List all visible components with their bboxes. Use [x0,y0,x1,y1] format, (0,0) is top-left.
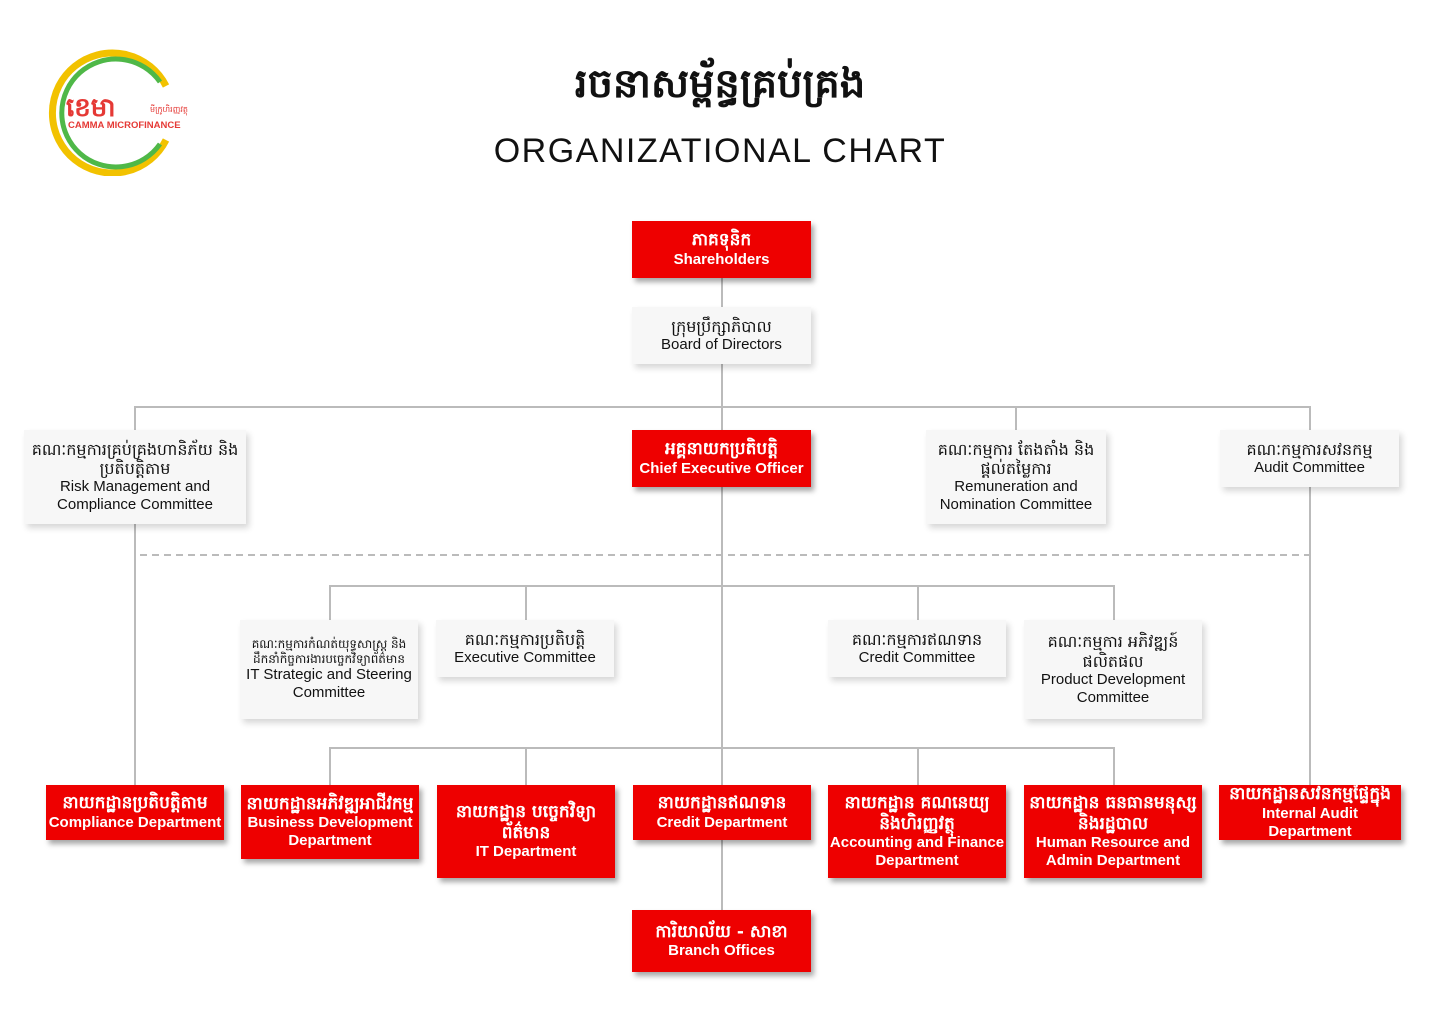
branch-offices-kh: ការិយាល័យ - សាខា [655,921,788,942]
compliance-department-kh: នាយកដ្ឋានប្រតិបត្តិតាម [62,793,208,814]
it-strategic-committee-en: IT Strategic and Steering Committee [246,665,412,701]
product-development-committee-box: គណៈកម្មការ អភិវឌ្ឍន៍ផលិតផល Product Devel… [1024,620,1202,719]
hr-admin-department-box: នាយកដ្ឋាន ធនធានមនុស្ស និងរដ្ឋបាល Human R… [1024,785,1202,878]
credit-committee-kh: គណៈកម្មការឥណទាន [851,629,983,649]
product-development-committee-en: Product Development Committee [1040,670,1186,706]
audit-committee-kh: គណៈកម្មការសវនកម្ម [1246,439,1373,459]
credit-committee-box: គណៈកម្មការឥណទាន Credit Committee [828,620,1006,677]
internal-audit-department-en: Internal Audit Department [1261,804,1359,840]
logo-ring-green [59,56,163,170]
internal-audit-department-kh: នាយកដ្ឋានសវនកម្មផ្ទៃក្នុង [1229,784,1391,805]
remuneration-committee-kh: គណៈកម្មការ តែងតាំង និងផ្តល់តម្លៃការ [937,439,1095,478]
compliance-department-box: នាយកដ្ឋានប្រតិបត្តិតាម Compliance Depart… [46,785,224,840]
accounting-finance-department-box: នាយកដ្ឋាន គណនេយ្យ និងហិរញ្ញវត្ថុ Account… [828,785,1006,878]
risk-committee-en: Risk Management and Compliance Committee [57,478,213,514]
business-development-department-kh: នាយកដ្ឋានអភិវឌ្ឍអាជីវកម្ម [246,793,414,814]
logo-mark-text: ខេមា [66,93,116,123]
business-development-department-box: នាយកដ្ឋានអភិវឌ្ឍអាជីវកម្ម Business Devel… [241,785,419,859]
remuneration-committee-box: គណៈកម្មការ តែងតាំង និងផ្តល់តម្លៃការ Remu… [926,430,1106,524]
credit-committee-en: Credit Committee [858,649,976,667]
department-branch-line [329,747,1115,785]
credit-department-box: នាយកដ្ឋានឥណទាន Credit Department [633,785,811,840]
business-development-department-en: Business Development Department [247,814,413,850]
risk-committee-kh: គណៈកម្មការគ្រប់គ្រងហានិភ័យ និងប្រតិបត្តិ… [31,439,239,478]
remuneration-committee-en: Remuneration and Nomination Committee [939,478,1093,514]
audit-committee-box: គណៈកម្មការសវនកម្ម Audit Committee [1220,430,1399,487]
compliance-department-en: Compliance Department [48,813,222,831]
risk-committee-box: គណៈកម្មការគ្រប់គ្រងហានិភ័យ និងប្រតិបត្តិ… [24,430,246,524]
hr-admin-department-kh: នាយកដ្ឋាន ធនធានមនុស្ស និងរដ្ឋបាល [1029,793,1197,834]
accounting-finance-department-kh: នាយកដ្ឋាន គណនេយ្យ និងហិរញ្ញវត្ថុ [844,793,990,834]
board-en: Board of Directors [661,336,782,354]
product-development-committee-kh: គណៈកម្មការ អភិវឌ្ឍន៍ផលិតផល [1047,632,1179,671]
accounting-finance-department-en: Accounting and Finance Department [829,833,1005,869]
ceo-kh: អគ្គនាយកប្រតិបត្តិ [665,439,778,460]
it-department-en: IT Department [475,842,577,860]
board-branch-line [134,406,1311,430]
audit-committee-en: Audit Committee [1254,459,1365,477]
logo-sub-kh: មីក្រូហិរញ្ញវត្ថុ [150,104,188,116]
page-title-kh: រចនាសម្ព័ន្ធគ្រប់គ្រង [574,61,866,107]
board-kh: ក្រុមប្រឹក្សាភិបាល [671,316,772,336]
it-department-box: នាយកដ្ឋាន បច្ចេកវិទ្យាព័ត៌មាន IT Departm… [437,785,615,878]
executive-committee-en: Executive Committee [454,649,596,667]
camma-logo: ខេមា មីក្រូហិរញ្ញវត្ថុ CAMMA MICROFINANC… [48,48,198,177]
it-department-kh: នាយកដ្ឋាន បច្ចេកវិទ្យាព័ត៌មាន [455,802,597,843]
it-strategic-committee-kh: គណៈកម្មការកំណត់យុទ្ធសាស្ត្រ និងដឹកនាំកិច… [251,637,407,666]
shareholders-box: ភាគទុនិក Shareholders [632,221,811,278]
shareholders-kh: ភាគទុនិក [691,230,752,251]
hr-admin-department-en: Human Resource and Admin Department [1035,833,1191,869]
board-box: ក្រុមប្រឹក្សាភិបាល Board of Directors [632,307,811,364]
credit-department-en: Credit Department [656,813,788,831]
it-strategic-committee-box: គណៈកម្មការកំណត់យុទ្ធសាស្ត្រ និងដឹកនាំកិច… [240,620,418,719]
branch-offices-box: ការិយាល័យ - សាខា Branch Offices [632,910,811,972]
branch-offices-en: Branch Offices [668,942,775,960]
committee-branch-line [329,585,1115,620]
executive-committee-box: គណៈកម្មការប្រតិបត្តិ Executive Committee [436,620,614,677]
ceo-box: អគ្គនាយកប្រតិបត្តិ Chief Executive Offic… [632,430,811,487]
logo-ring-yellow [48,49,170,177]
internal-audit-department-box: នាយកដ្ឋានសវនកម្មផ្ទៃក្នុង Internal Audit… [1219,784,1401,840]
credit-department-kh: នាយកដ្ឋានឥណទាន [657,793,787,814]
ceo-en: Chief Executive Officer [639,459,804,477]
shareholders-en: Shareholders [673,250,770,268]
executive-committee-kh: គណៈកម្មការប្រតិបត្តិ [464,629,586,649]
logo-name: CAMMA MICROFINANCE [68,120,181,131]
page-title: ORGANIZATIONAL CHART [493,132,947,170]
